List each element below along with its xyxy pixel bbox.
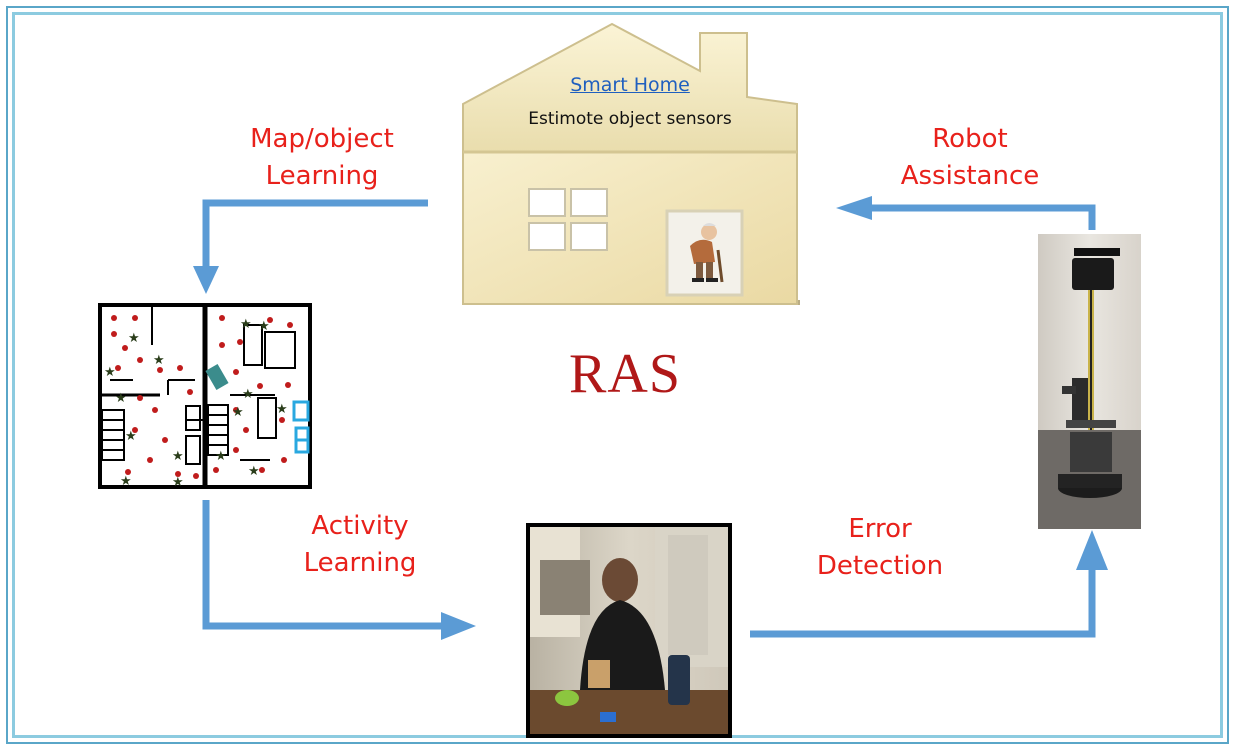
arrow-error-detection [750,565,1096,638]
house-icon [462,22,800,305]
outer-frame [6,6,1229,744]
label-map-line2: Learning [265,161,379,191]
arrowhead-activity-learning [441,612,476,640]
svg-text:★: ★ [172,475,184,490]
label-error-line2: Detection [816,551,944,581]
smart-home-link[interactable]: Smart Home [570,74,690,96]
label-robot-assistance: Robot Assistance [880,121,1060,195]
diagram-title: RAS [569,343,681,405]
elderly-person-icon [690,223,724,283]
svg-text:★: ★ [115,391,127,406]
smart-home-subtitle: Estimote object sensors [528,109,732,129]
floorplan-icon: ★ ★ ★ ★ ★ ★ ★ ★ ★ ★ ★ ★ ★ ★ ★ [98,303,312,490]
robot-photo [1038,234,1141,529]
svg-text:★: ★ [248,464,260,479]
arrowhead-map-learning [193,266,219,294]
label-error-detection: Error Detection [790,511,970,585]
label-error-line1: Error [848,514,912,544]
svg-text:★: ★ [172,449,184,464]
svg-text:★: ★ [128,331,140,346]
svg-text:★: ★ [240,317,252,332]
svg-text:★: ★ [276,402,288,417]
svg-text:★: ★ [153,353,165,368]
label-activity-learning: Activity Learning [270,508,450,582]
label-robot-line1: Robot [932,124,1008,154]
label-activity-line1: Activity [311,511,409,541]
label-activity-line2: Learning [303,548,417,578]
arrow-robot-assistance [868,204,1096,230]
svg-text:★: ★ [258,319,270,334]
label-map-object-learning: Map/object Learning [232,121,412,195]
arrowhead-error-detection [1076,530,1108,570]
svg-text:★: ★ [215,449,227,464]
arrow-activity-learning [202,500,445,630]
house-window [528,188,608,251]
svg-text:★: ★ [104,365,116,380]
arrowhead-robot-assistance [836,196,872,220]
svg-text:★: ★ [125,429,137,444]
arrow-map-learning [202,199,428,270]
svg-text:★: ★ [120,474,132,489]
svg-text:★: ★ [232,405,244,420]
svg-text:★: ★ [242,387,254,402]
label-robot-line2: Assistance [900,161,1040,191]
label-map-line1: Map/object [250,124,394,154]
activity-photo [526,523,732,738]
